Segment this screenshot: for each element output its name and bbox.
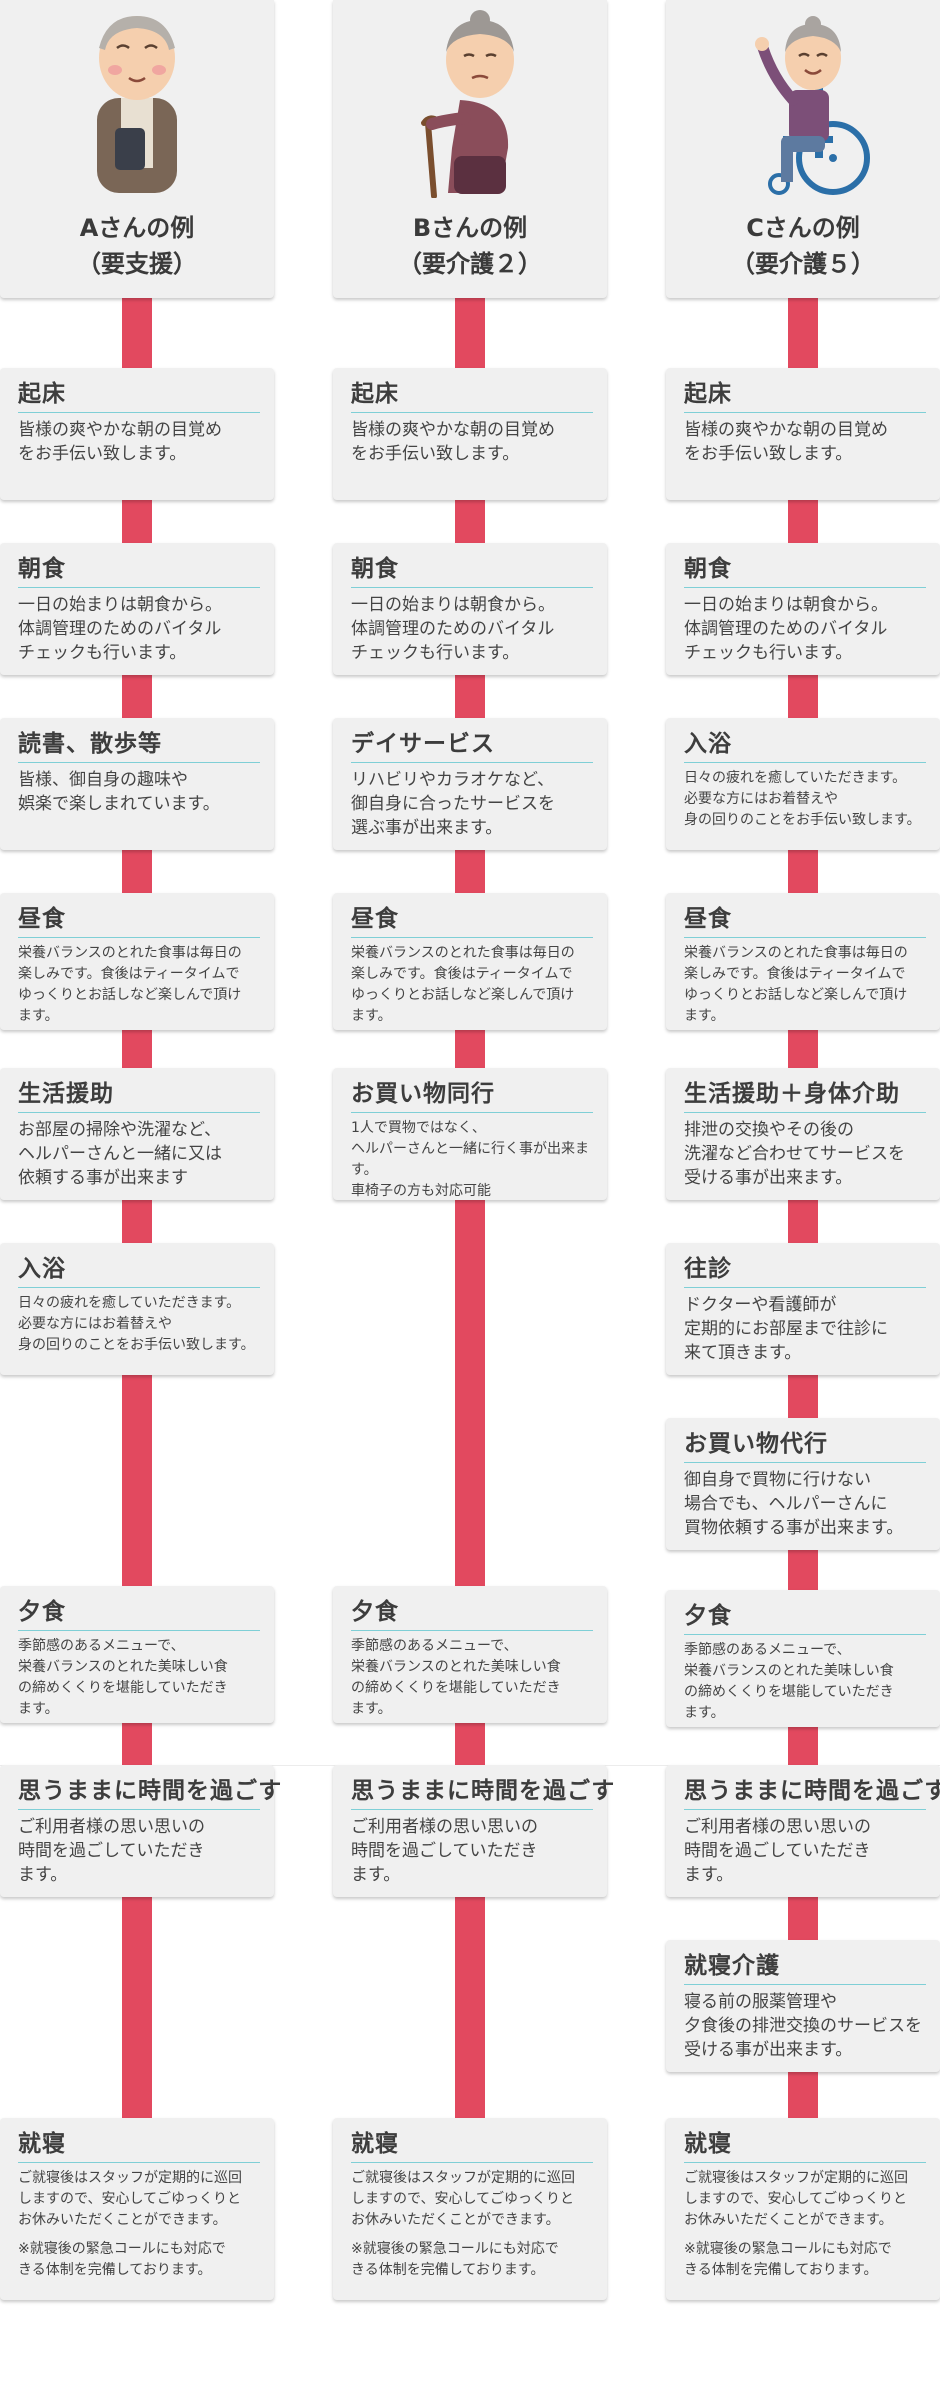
card-description: 日々の疲れを癒していただきます。 必要な方にはお着替えや 身の回りのことをお手伝… [18,1295,255,1353]
card-title: 就寝 [684,2128,926,2163]
person-header-b: Bさんの例 （要介護２） [333,0,607,298]
card-description: お部屋の掃除や洗濯など、 ヘルパーさんと一緒に又は 依頼する事が出来ます [18,1120,222,1188]
card-title: 生活援助 [18,1078,260,1113]
schedule-card-free-time: 思うままに時間を過ごす ご利用者様の思い思いの 時間を過ごしていただき ます。 [0,1765,281,1897]
card-title: 夕食 [18,1596,260,1631]
schedule-card-house-call: 往診 ドクターや看護師が 定期的にお部屋まで往診に 来て頂きます。 [666,1243,940,1375]
card-title: 朝食 [18,553,260,588]
schedule-card-shopping-proxy: お買い物代行 御自身で買物に行けない 場合でも、ヘルパーさんに 買物依頼する事が… [666,1418,940,1550]
schedule-card-sleep: 就寝 ご就寝後はスタッフが定期的に巡回 しますので、安心してごゆっくりと お休み… [0,2118,274,2300]
schedule-card-reading-walk: 読書、散歩等 皆様、御自身の趣味や 娯楽で楽しまれています。 [0,718,274,850]
schedule-card-bath: 入浴 日々の疲れを癒していただきます。 必要な方にはお着替えや 身の回りのことを… [666,718,940,850]
card-title: 入浴 [684,728,926,763]
card-title: 夕食 [684,1600,926,1635]
person-label: Bさんの例 （要介護２） [398,214,542,278]
card-description: 御自身で買物に行けない 場合でも、ヘルパーさんに 買物依頼する事が出来ます。 [684,1470,904,1538]
card-description: 寝る前の服薬管理や 夕食後の排泄交換のサービスを 受ける事が出来ます。 [684,1992,922,2060]
schedule-card-life-support: 生活援助 お部屋の掃除や洗濯など、 ヘルパーさんと一緒に又は 依頼する事が出来ま… [0,1068,274,1200]
person-header-a: Aさんの例 （要支援） [0,0,274,298]
wheelchair-elderly-icon [755,16,870,195]
column-c: Cさんの例 （要介護５） 起床 皆様の爽やかな朝の目覚め をお手伝い致します。 … [666,0,940,2396]
card-title: 昼食 [351,903,593,938]
card-description: 季節感のあるメニューで、 栄養バランスのとれた美味しい食 の締めくくりを堪能して… [351,1638,561,1717]
card-title: 昼食 [684,903,926,938]
card-title: 思うままに時間を過ごす [684,1775,940,1810]
card-title: 入浴 [18,1253,260,1288]
card-description: 皆様の爽やかな朝の目覚め をお手伝い致します。 [684,420,888,464]
schedule-card-breakfast: 朝食 一日の始まりは朝食から。 体調管理のためのバイタル チェックも行います。 [333,543,607,675]
schedule-card-breakfast: 朝食 一日の始まりは朝食から。 体調管理のためのバイタル チェックも行います。 [0,543,274,675]
card-title: お買い物代行 [684,1428,926,1463]
elderly-woman-cane-icon [421,10,514,198]
card-description: ご利用者様の思い思いの 時間を過ごしていただき ます。 [351,1817,538,1885]
schedule-card-wakeup: 起床 皆様の爽やかな朝の目覚め をお手伝い致します。 [666,368,940,500]
schedule-card-lunch: 昼食 栄養バランスのとれた食事は毎日の 楽しみです。食後はティータイムで ゆっく… [333,893,607,1030]
card-title: 昼食 [18,903,260,938]
card-description: ご利用者様の思い思いの 時間を過ごしていただき ます。 [684,1817,871,1885]
schedule-card-free-time: 思うままに時間を過ごす ご利用者様の思い思いの 時間を過ごしていただき ます。 [666,1765,940,1897]
schedule-card-lunch: 昼食 栄養バランスのとれた食事は毎日の 楽しみです。食後はティータイムで ゆっく… [666,893,940,1030]
column-a: Aさんの例 （要支援） 起床 皆様の爽やかな朝の目覚め をお手伝い致します。 朝… [0,0,281,2396]
card-description: ご就寝後はスタッフが定期的に巡回 しますので、安心してごゆっくりと お休みいただ… [684,2170,908,2228]
schedule-card-sleep: 就寝 ご就寝後はスタッフが定期的に巡回 しますので、安心してごゆっくりと お休み… [333,2118,607,2300]
card-description: リハビリやカラオケなど、 御自身に合ったサービスを 選ぶ事が出来ます。 [351,770,555,838]
card-description: 季節感のあるメニューで、 栄養バランスのとれた美味しい食 の締めくくりを堪能して… [18,1638,228,1717]
card-title: デイサービス [351,728,593,763]
card-title: 読書、散歩等 [18,728,260,763]
schedule-card-dinner: 夕食 季節感のあるメニューで、 栄養バランスのとれた美味しい食 の締めくくりを堪… [666,1590,940,1727]
card-title: 思うままに時間を過ごす [351,1775,614,1810]
person-header-c: Cさんの例 （要介護５） [666,0,940,298]
card-description: 栄養バランスのとれた食事は毎日の 楽しみです。食後はティータイムで ゆっくりとお… [18,945,242,1024]
card-title: 朝食 [684,553,926,588]
card-title: 起床 [684,378,926,413]
card-title: お買い物同行 [351,1078,593,1113]
schedule-card-shopping-escort: お買い物同行 1人で買物ではなく、 ヘルパーさんと一緒に行く事が出来ます。 車椅… [333,1068,607,1200]
card-description: 栄養バランスのとれた食事は毎日の 楽しみです。食後はティータイムで ゆっくりとお… [351,945,575,1024]
card-title: 就寝 [18,2128,260,2163]
card-description: 一日の始まりは朝食から。 体調管理のためのバイタル チェックも行います。 [684,595,888,663]
card-description: 一日の始まりは朝食から。 体調管理のためのバイタル チェックも行います。 [18,595,222,663]
person-label: Cさんの例 （要介護５） [731,214,875,278]
schedule-card-wakeup: 起床 皆様の爽やかな朝の目覚め をお手伝い致します。 [333,368,607,500]
card-description: 季節感のあるメニューで、 栄養バランスのとれた美味しい食 の締めくくりを堪能して… [684,1642,894,1721]
card-title: 夕食 [351,1596,593,1631]
card-description: ご就寝後はスタッフが定期的に巡回 しますので、安心してごゆっくりと お休みいただ… [351,2170,575,2228]
schedule-card-wakeup: 起床 皆様の爽やかな朝の目覚め をお手伝い致します。 [0,368,274,500]
schedule-card-breakfast: 朝食 一日の始まりは朝食から。 体調管理のためのバイタル チェックも行います。 [666,543,940,675]
schedule-card-bedtime-care: 就寝介護 寝る前の服薬管理や 夕食後の排泄交換のサービスを 受ける事が出来ます。 [666,1940,940,2072]
card-title: 朝食 [351,553,593,588]
card-description: 皆様、御自身の趣味や 娯楽で楽しまれています。 [18,770,220,814]
card-description: 排泄の交換やその後の 洗濯など合わせてサービスを 受ける事が出来ます。 [684,1120,905,1188]
card-description: 1人で買物ではなく、 ヘルパーさんと一緒に行く事が出来ます。 車椅子の方も対応可… [351,1120,589,1199]
schedule-card-life-and-body-care: 生活援助＋身体介助 排泄の交換やその後の 洗濯など合わせてサービスを 受ける事が… [666,1068,940,1200]
card-description: ご就寝後はスタッフが定期的に巡回 しますので、安心してごゆっくりと お休みいただ… [18,2170,242,2228]
card-title: 就寝 [351,2128,593,2163]
card-title: 思うままに時間を過ごす [18,1775,281,1810]
card-description: ドクターや看護師が 定期的にお部屋まで往診に 来て頂きます。 [684,1295,888,1363]
schedule-card-lunch: 昼食 栄養バランスのとれた食事は毎日の 楽しみです。食後はティータイムで ゆっく… [0,893,274,1030]
card-title: 起床 [18,378,260,413]
card-title: 往診 [684,1253,926,1288]
card-note: ※就寝後の緊急コールにも対応で きる体制を完備しております。 [684,2241,892,2278]
card-description: 栄養バランスのとれた食事は毎日の 楽しみです。食後はティータイムで ゆっくりとお… [684,945,908,1024]
schedule-card-free-time: 思うままに時間を過ごす ご利用者様の思い思いの 時間を過ごしていただき ます。 [333,1765,614,1897]
schedule-card-bath: 入浴 日々の疲れを癒していただきます。 必要な方にはお着替えや 身の回りのことを… [0,1243,274,1375]
elderly-man-icon [97,16,177,193]
schedule-card-sleep: 就寝 ご就寝後はスタッフが定期的に巡回 しますので、安心してごゆっくりと お休み… [666,2118,940,2300]
card-title: 起床 [351,378,593,413]
card-note: ※就寝後の緊急コールにも対応で きる体制を完備しております。 [18,2241,226,2278]
card-description: 日々の疲れを癒していただきます。 必要な方にはお着替えや 身の回りのことをお手伝… [684,770,921,828]
card-title: 就寝介護 [684,1950,926,1985]
card-description: 一日の始まりは朝食から。 体調管理のためのバイタル チェックも行います。 [351,595,555,663]
card-description: 皆様の爽やかな朝の目覚め をお手伝い致します。 [351,420,555,464]
card-note: ※就寝後の緊急コールにも対応で きる体制を完備しております。 [351,2241,559,2278]
column-b: Bさんの例 （要介護２） 起床 皆様の爽やかな朝の目覚め をお手伝い致します。 … [333,0,614,2396]
schedule-card-dinner: 夕食 季節感のあるメニューで、 栄養バランスのとれた美味しい食 の締めくくりを堪… [0,1586,274,1723]
schedule-card-day-service: デイサービス リハビリやカラオケなど、 御自身に合ったサービスを 選ぶ事が出来ま… [333,718,607,850]
card-title: 生活援助＋身体介助 [684,1078,926,1113]
schedule-card-dinner: 夕食 季節感のあるメニューで、 栄養バランスのとれた美味しい食 の締めくくりを堪… [333,1586,607,1723]
person-label: Aさんの例 （要支援） [77,214,197,278]
card-description: 皆様の爽やかな朝の目覚め をお手伝い致します。 [18,420,222,464]
card-description: ご利用者様の思い思いの 時間を過ごしていただき ます。 [18,1817,205,1885]
